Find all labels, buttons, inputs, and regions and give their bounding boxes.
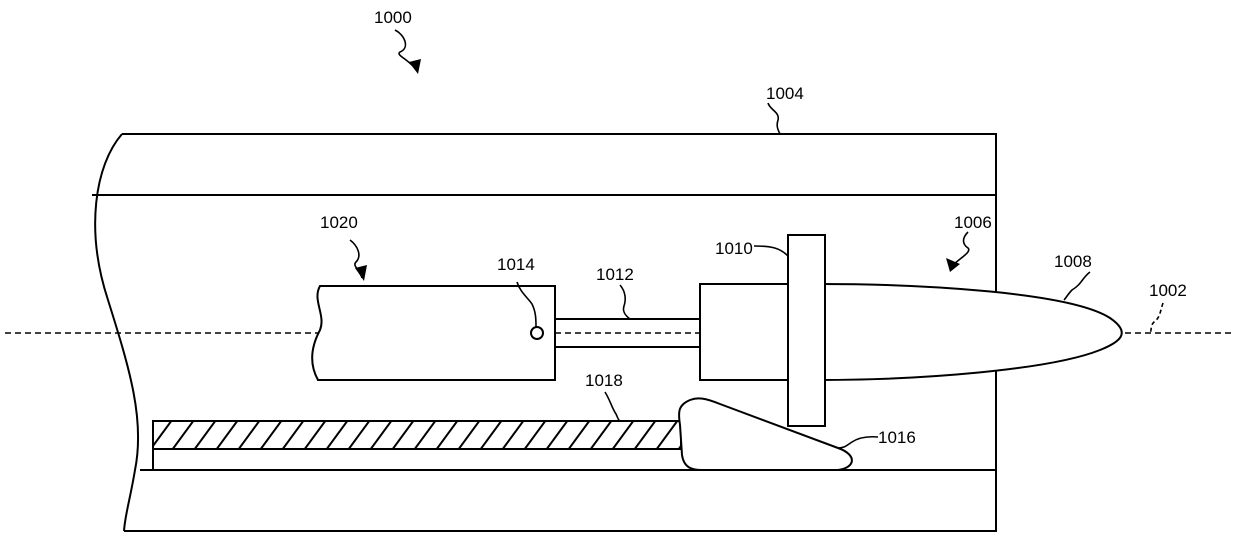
leader-lines <box>350 30 1163 448</box>
nose-1008 <box>700 284 1122 380</box>
label-1008: 1008 <box>1054 252 1092 271</box>
label-1016: 1016 <box>878 428 916 447</box>
label-1014: 1014 <box>497 255 535 274</box>
hatched-member-1018 <box>153 421 681 470</box>
label-1018: 1018 <box>585 371 623 390</box>
flange-1010 <box>788 235 825 426</box>
label-1006: 1006 <box>954 213 992 232</box>
label-1012: 1012 <box>596 265 634 284</box>
block-1020 <box>312 286 555 380</box>
label-1000: 1000 <box>374 8 412 27</box>
label-1010: 1010 <box>715 239 753 258</box>
label-1020: 1020 <box>320 213 358 232</box>
label-1004: 1004 <box>766 84 804 103</box>
label-1002: 1002 <box>1149 281 1187 300</box>
